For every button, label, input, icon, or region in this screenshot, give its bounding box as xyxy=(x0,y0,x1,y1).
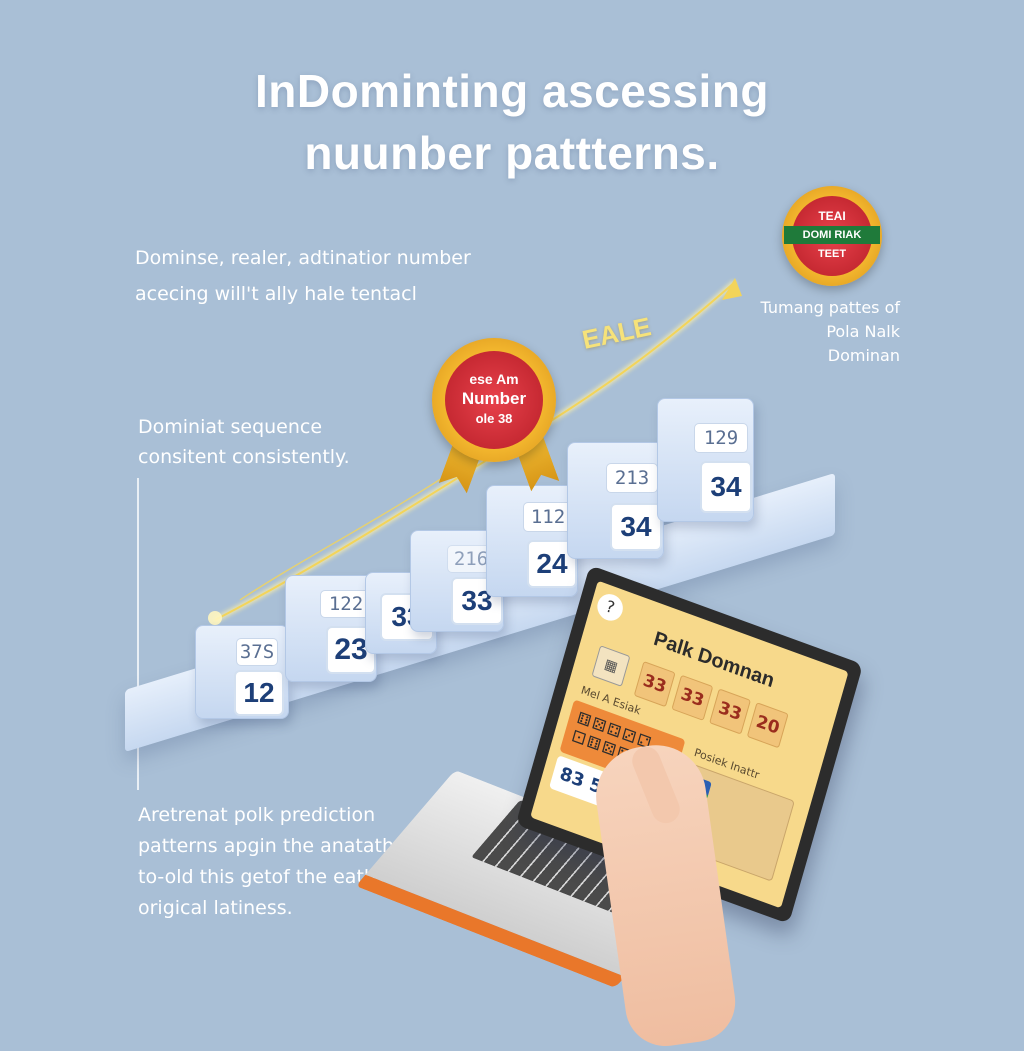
number-cell[interactable]: 33 xyxy=(633,660,676,708)
block-number: 34 xyxy=(700,461,752,513)
block-small-label: 122 xyxy=(320,590,372,618)
note-line: Aretrenat polk prediction xyxy=(138,804,376,826)
note-line: consitent consistently. xyxy=(138,446,350,468)
number-block: 129 34 xyxy=(657,398,754,522)
note-line: acecing will't ally hale tentacl xyxy=(135,283,417,305)
app-icon[interactable]: ▦ xyxy=(591,645,631,687)
note-line: Pola Nalk Dominan xyxy=(826,322,900,365)
note-line: patterns apgin the anatath, xyxy=(138,835,401,857)
number-block: 122 23 xyxy=(285,575,377,682)
number-block: 37S 12 xyxy=(195,625,289,719)
title-line-2: nuunber pattterns. xyxy=(304,127,720,179)
number-cell[interactable]: 33 xyxy=(671,674,714,721)
number-cell[interactable]: 20 xyxy=(746,702,789,749)
note-line: origical latiness. xyxy=(138,897,293,919)
seal-text: TEET xyxy=(817,248,847,260)
mid-left-note: Dominiat sequence consitent consistently… xyxy=(138,412,350,472)
number-block: 112 24 xyxy=(486,485,578,597)
medal-core: ese Am Number ole 38 xyxy=(445,351,543,449)
note-line: Tumang pattes of xyxy=(760,298,900,317)
medal-badge-icon: ese Am Number ole 38 xyxy=(432,338,556,462)
vertical-divider xyxy=(137,478,139,790)
block-small-label: 213 xyxy=(606,463,658,493)
note-line: Dominse, realer, adtinatior number xyxy=(135,247,471,269)
seal-text: TEAI xyxy=(818,209,846,223)
medal-text: ole 38 xyxy=(475,411,513,426)
right-note: Tumang pattes of Pola Nalk Dominan xyxy=(752,296,900,368)
number-cell[interactable]: 33 xyxy=(709,688,752,735)
block-small-label: 112 xyxy=(523,502,573,532)
block-number: 12 xyxy=(234,670,284,716)
block-number: 34 xyxy=(610,503,662,551)
seal-core: TEAI DOMI RIAK TEET xyxy=(784,196,880,276)
title-line-1: InDominting ascessing xyxy=(254,65,770,117)
note-line: Dominiat sequence xyxy=(138,416,323,438)
award-seal-icon: TEAI DOMI RIAK TEET xyxy=(782,186,882,286)
number-block: 213 34 xyxy=(567,442,664,559)
page-title: InDominting ascessing nuunber pattterns. xyxy=(0,60,1024,184)
medal-text: Number xyxy=(461,389,527,408)
key-icon[interactable]: ? xyxy=(594,590,626,625)
seal-text: DOMI RIAK xyxy=(784,226,880,244)
note-line: to-old this getof the eathy xyxy=(138,866,388,888)
block-small-label: 37S xyxy=(236,638,278,666)
medal-text: ese Am xyxy=(469,371,519,387)
top-left-note: Dominse, realer, adtinatior number aceci… xyxy=(135,240,471,312)
block-small-label: 129 xyxy=(694,423,748,453)
bottom-left-note: Aretrenat polk prediction patterns apgin… xyxy=(138,800,400,924)
